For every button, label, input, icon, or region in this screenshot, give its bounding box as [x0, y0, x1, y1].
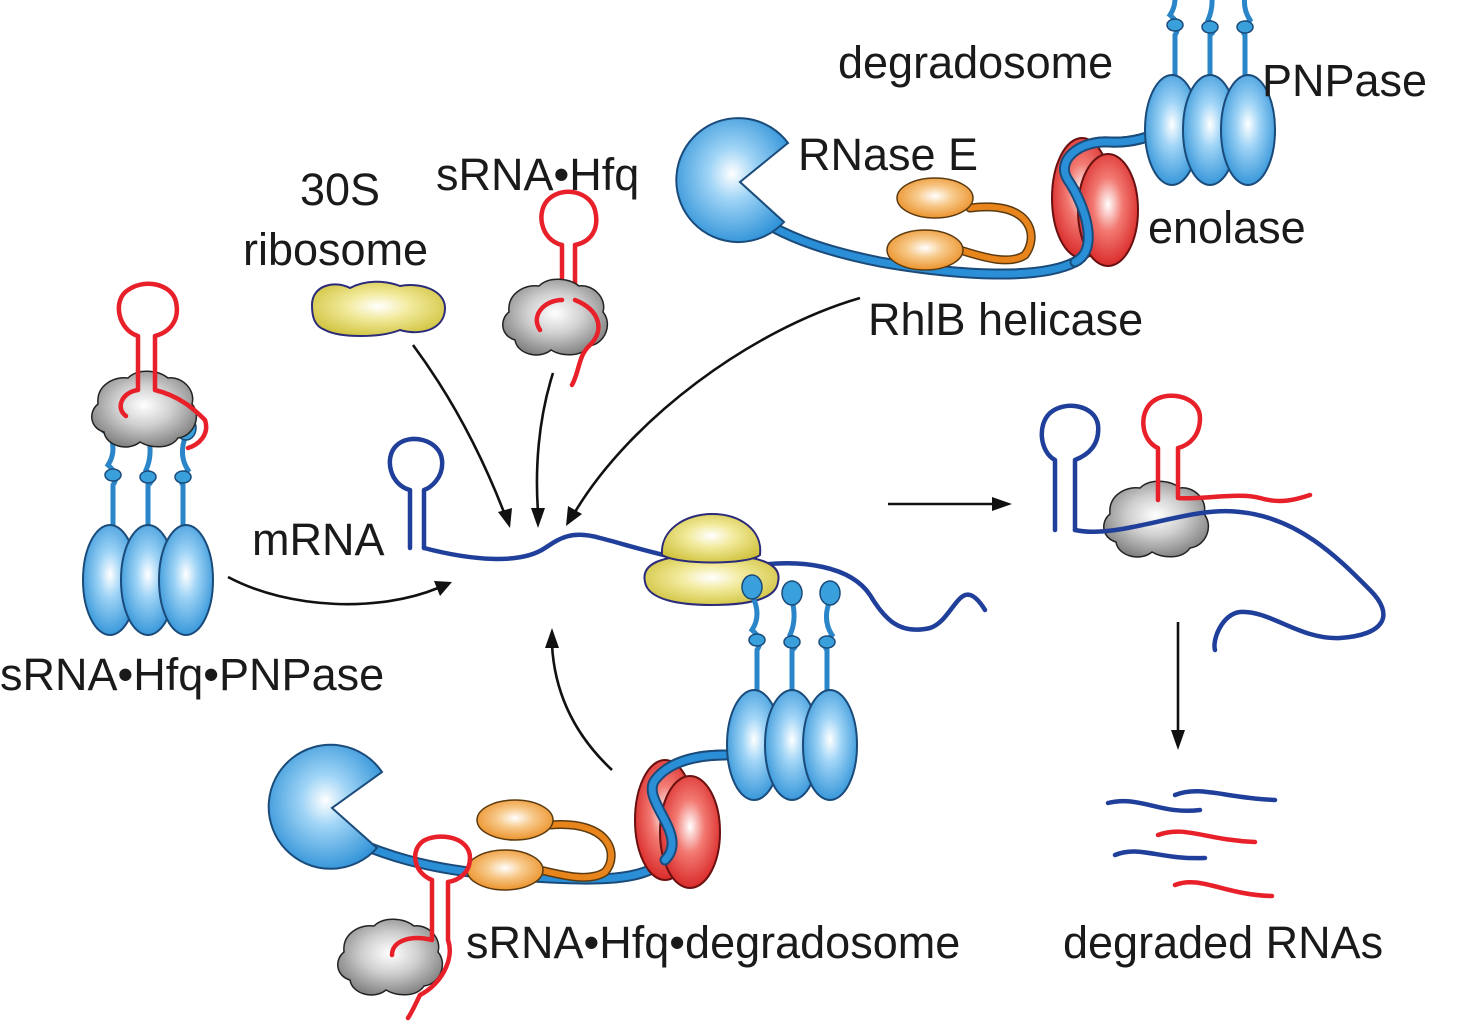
label-srna-hfq-pnpase: sRNA•Hfq•PNPase	[0, 649, 384, 700]
srna-hfq-free	[502, 189, 609, 388]
label-enolase: enolase	[1148, 202, 1306, 253]
ribosome-30s-free	[310, 280, 447, 337]
arrows	[227, 296, 1185, 771]
enolase-bottom	[634, 759, 721, 889]
label-ribosome: ribosome	[243, 224, 428, 275]
mrna-srna-pairing-complex	[1039, 393, 1386, 653]
rnase-e-bottom	[267, 743, 384, 870]
label-mrna: mRNA	[252, 514, 385, 565]
srna-hfq-degradosome-complex	[267, 575, 857, 1021]
label-degraded-rnas: degraded RNAs	[1063, 917, 1383, 968]
srna-hfq-pnpase-complex	[83, 281, 213, 635]
degraded-rnas-fragments	[1105, 789, 1278, 899]
ribosome-70s	[643, 512, 780, 607]
label-srna-hfq-degradosome: sRNA•Hfq•degradosome	[466, 917, 960, 968]
label-degradosome: degradosome	[838, 37, 1113, 88]
pnpase-top	[1145, 0, 1275, 185]
label-srna-hfq: sRNA•Hfq	[436, 149, 639, 200]
label-rhlb-helicase: RhlB helicase	[868, 294, 1143, 345]
label-rnase-e: RNase E	[798, 129, 978, 180]
rnase-e-top	[675, 117, 790, 244]
label-30s: 30S	[300, 164, 380, 215]
rhlb-helicase-top	[886, 177, 1036, 271]
mrna-center	[387, 436, 988, 632]
degradosome-complex-top	[675, 0, 1275, 280]
label-pnpase: PNPase	[1262, 55, 1427, 106]
rhlb-helicase-bottom	[466, 799, 616, 891]
